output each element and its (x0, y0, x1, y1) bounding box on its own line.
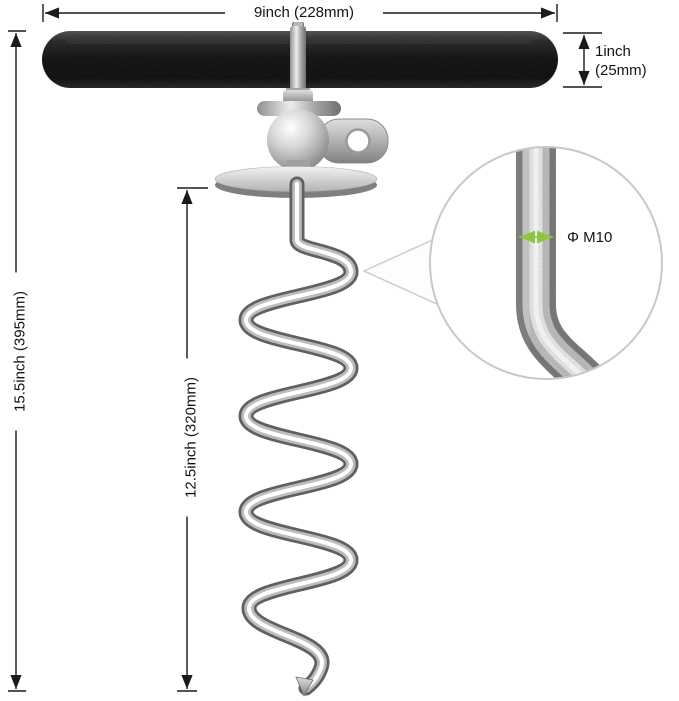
swivel-ball (267, 109, 329, 171)
bracket-stem (283, 90, 313, 104)
handle-thickness-line1: 1inch (595, 43, 631, 60)
handle-thickness-label: 1inch (25mm) (595, 42, 675, 80)
spiral-highlight (244, 182, 353, 690)
rod-diameter-label: Φ M10 (567, 229, 613, 246)
dimension-handle-thickness (563, 32, 602, 88)
spiral-tip (295, 676, 314, 697)
spiral-stake (238, 176, 359, 697)
top-width-label: 9inch (228mm) (225, 3, 383, 22)
total-height-label: 15.5inch (395mm) (10, 272, 30, 431)
tie-ring (317, 118, 389, 164)
zoom-rod-texture (517, 148, 617, 378)
clamp-band (290, 26, 306, 92)
handle-thickness-line2: (25mm) (595, 62, 647, 79)
bracket-bar (257, 101, 341, 116)
spiral-height-label: 12.5inch (320mm) (181, 358, 201, 517)
zoomed-rod (516, 148, 618, 378)
magnifier-detail (429, 146, 663, 380)
product (42, 19, 558, 697)
ring-hole (345, 128, 371, 154)
